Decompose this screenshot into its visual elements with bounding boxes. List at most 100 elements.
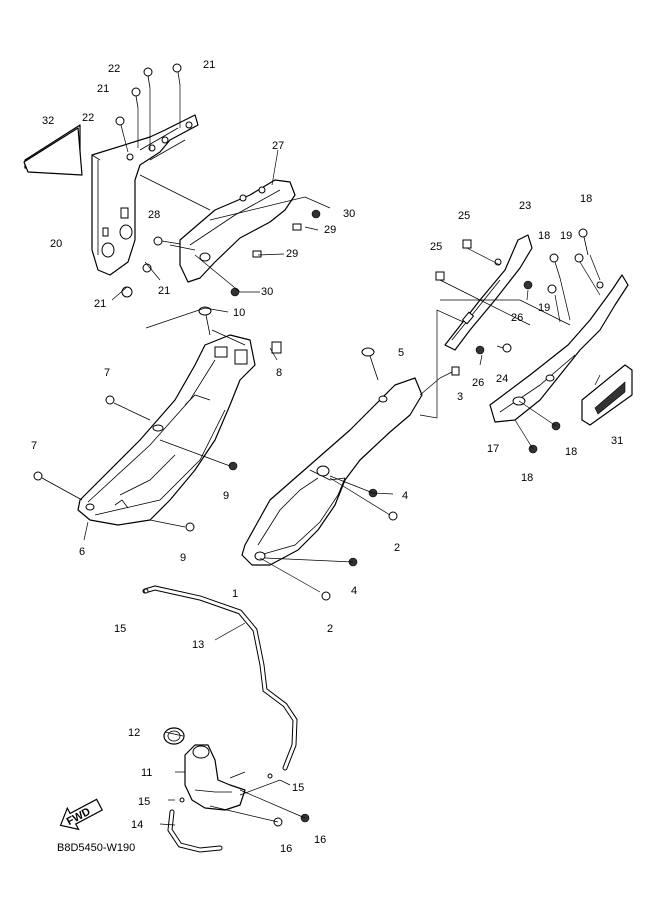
part-32-label-sheet xyxy=(23,124,83,176)
hole xyxy=(161,136,169,144)
bolt-18-mid xyxy=(549,253,561,279)
fwd-arrow-icon: FWD xyxy=(59,798,104,831)
callout-22: 22 xyxy=(82,112,94,124)
part-20-bracket xyxy=(91,114,199,276)
part-17-lower-trim xyxy=(489,274,629,423)
part-13-hose xyxy=(142,585,298,771)
callout-15: 15 xyxy=(114,623,126,635)
clip-15-a xyxy=(143,588,149,594)
callout-18: 18 xyxy=(521,472,533,484)
callout-9: 9 xyxy=(223,490,229,502)
callout-26: 26 xyxy=(472,377,484,389)
callout-9: 9 xyxy=(180,552,186,564)
callout-25: 25 xyxy=(458,210,470,222)
callout-31: 31 xyxy=(611,435,623,447)
bolt-2-a xyxy=(388,511,398,521)
callout-28: 28 xyxy=(148,209,160,221)
callout-7: 7 xyxy=(31,440,37,452)
bolt-21-top xyxy=(172,63,182,86)
callout-13: 13 xyxy=(192,639,204,651)
bolt-22-mid xyxy=(115,116,125,134)
bolt-19-a xyxy=(574,253,584,263)
clip-29-a xyxy=(292,223,302,231)
callout-2: 2 xyxy=(327,623,333,635)
part-27-cover xyxy=(179,179,296,283)
callout-19: 19 xyxy=(538,302,550,314)
bolt-7-b xyxy=(33,471,83,501)
part-31-emblem xyxy=(581,364,633,426)
callout-4: 4 xyxy=(402,490,408,502)
bolt-28 xyxy=(153,236,181,246)
callout-22: 22 xyxy=(108,63,120,75)
fwd-label: FWD xyxy=(65,806,93,828)
part-23-upper-trim xyxy=(444,234,533,351)
part-11-tank xyxy=(184,744,246,811)
clip-8 xyxy=(271,341,282,354)
callout-19: 19 xyxy=(560,230,572,242)
hole xyxy=(185,121,193,129)
nut-21-bottom xyxy=(121,286,133,298)
callout-26: 26 xyxy=(511,312,523,324)
bolt-7-a xyxy=(105,395,151,421)
callout-23: 23 xyxy=(519,200,531,212)
part-12-cap xyxy=(163,727,185,745)
clip-25-b xyxy=(435,271,445,281)
clip-15-b xyxy=(267,773,273,779)
callout-29: 29 xyxy=(324,224,336,236)
callout-1: 1 xyxy=(232,588,238,600)
callout-20: 20 xyxy=(50,238,62,250)
callout-labels: 22 21 21 22 32 27 28 30 29 29 30 20 21 2… xyxy=(31,59,623,855)
bolt-18-top xyxy=(578,228,589,256)
callout-29: 29 xyxy=(286,248,298,260)
bolt-19-b xyxy=(547,284,557,294)
bolt-2-b xyxy=(321,591,331,601)
callout-32: 32 xyxy=(42,115,54,127)
callout-17: 17 xyxy=(487,443,499,455)
callout-24: 24 xyxy=(496,373,508,385)
nut-30-a xyxy=(311,209,321,219)
bolt-21-mid xyxy=(131,87,141,109)
callout-21: 21 xyxy=(94,298,106,310)
clip-29-b xyxy=(252,250,262,258)
callout-5: 5 xyxy=(398,347,404,359)
part-6-side-panel xyxy=(77,334,256,526)
callout-7: 7 xyxy=(104,367,110,379)
callout-21: 21 xyxy=(158,285,170,297)
callout-21: 21 xyxy=(97,83,109,95)
part-14-hose xyxy=(167,809,223,853)
callout-18: 18 xyxy=(580,193,592,205)
nut-26-b xyxy=(475,345,485,355)
callout-30: 30 xyxy=(261,286,273,298)
callout-18: 18 xyxy=(565,446,577,458)
callout-15: 15 xyxy=(292,782,304,794)
hole xyxy=(148,144,156,152)
bolt-10 xyxy=(198,306,212,336)
callout-6: 6 xyxy=(79,546,85,558)
callout-3: 3 xyxy=(457,391,463,403)
callout-10: 10 xyxy=(233,307,245,319)
nut-30-b xyxy=(230,287,240,297)
callout-16: 16 xyxy=(314,834,326,846)
callout-4: 4 xyxy=(351,585,357,597)
callout-21: 21 xyxy=(203,59,215,71)
nut-9-a xyxy=(228,461,238,471)
callout-2: 2 xyxy=(394,542,400,554)
callout-8: 8 xyxy=(276,367,282,379)
bolt-22-top xyxy=(143,67,153,89)
clip-15-c xyxy=(179,797,185,803)
nut-26-a xyxy=(523,280,533,290)
clip-3 xyxy=(451,366,460,376)
callout-11: 11 xyxy=(141,767,152,779)
callout-27: 27 xyxy=(272,140,284,152)
callout-30: 30 xyxy=(343,208,355,220)
callout-16: 16 xyxy=(280,843,292,855)
callout-25: 25 xyxy=(430,241,442,253)
callout-14: 14 xyxy=(131,819,143,831)
bolt-24 xyxy=(496,343,512,353)
clip-25-a xyxy=(462,239,472,249)
callout-12: 12 xyxy=(128,727,140,739)
bolt-5 xyxy=(361,347,379,381)
part-1-side-cover xyxy=(241,377,423,566)
hole xyxy=(126,153,134,161)
